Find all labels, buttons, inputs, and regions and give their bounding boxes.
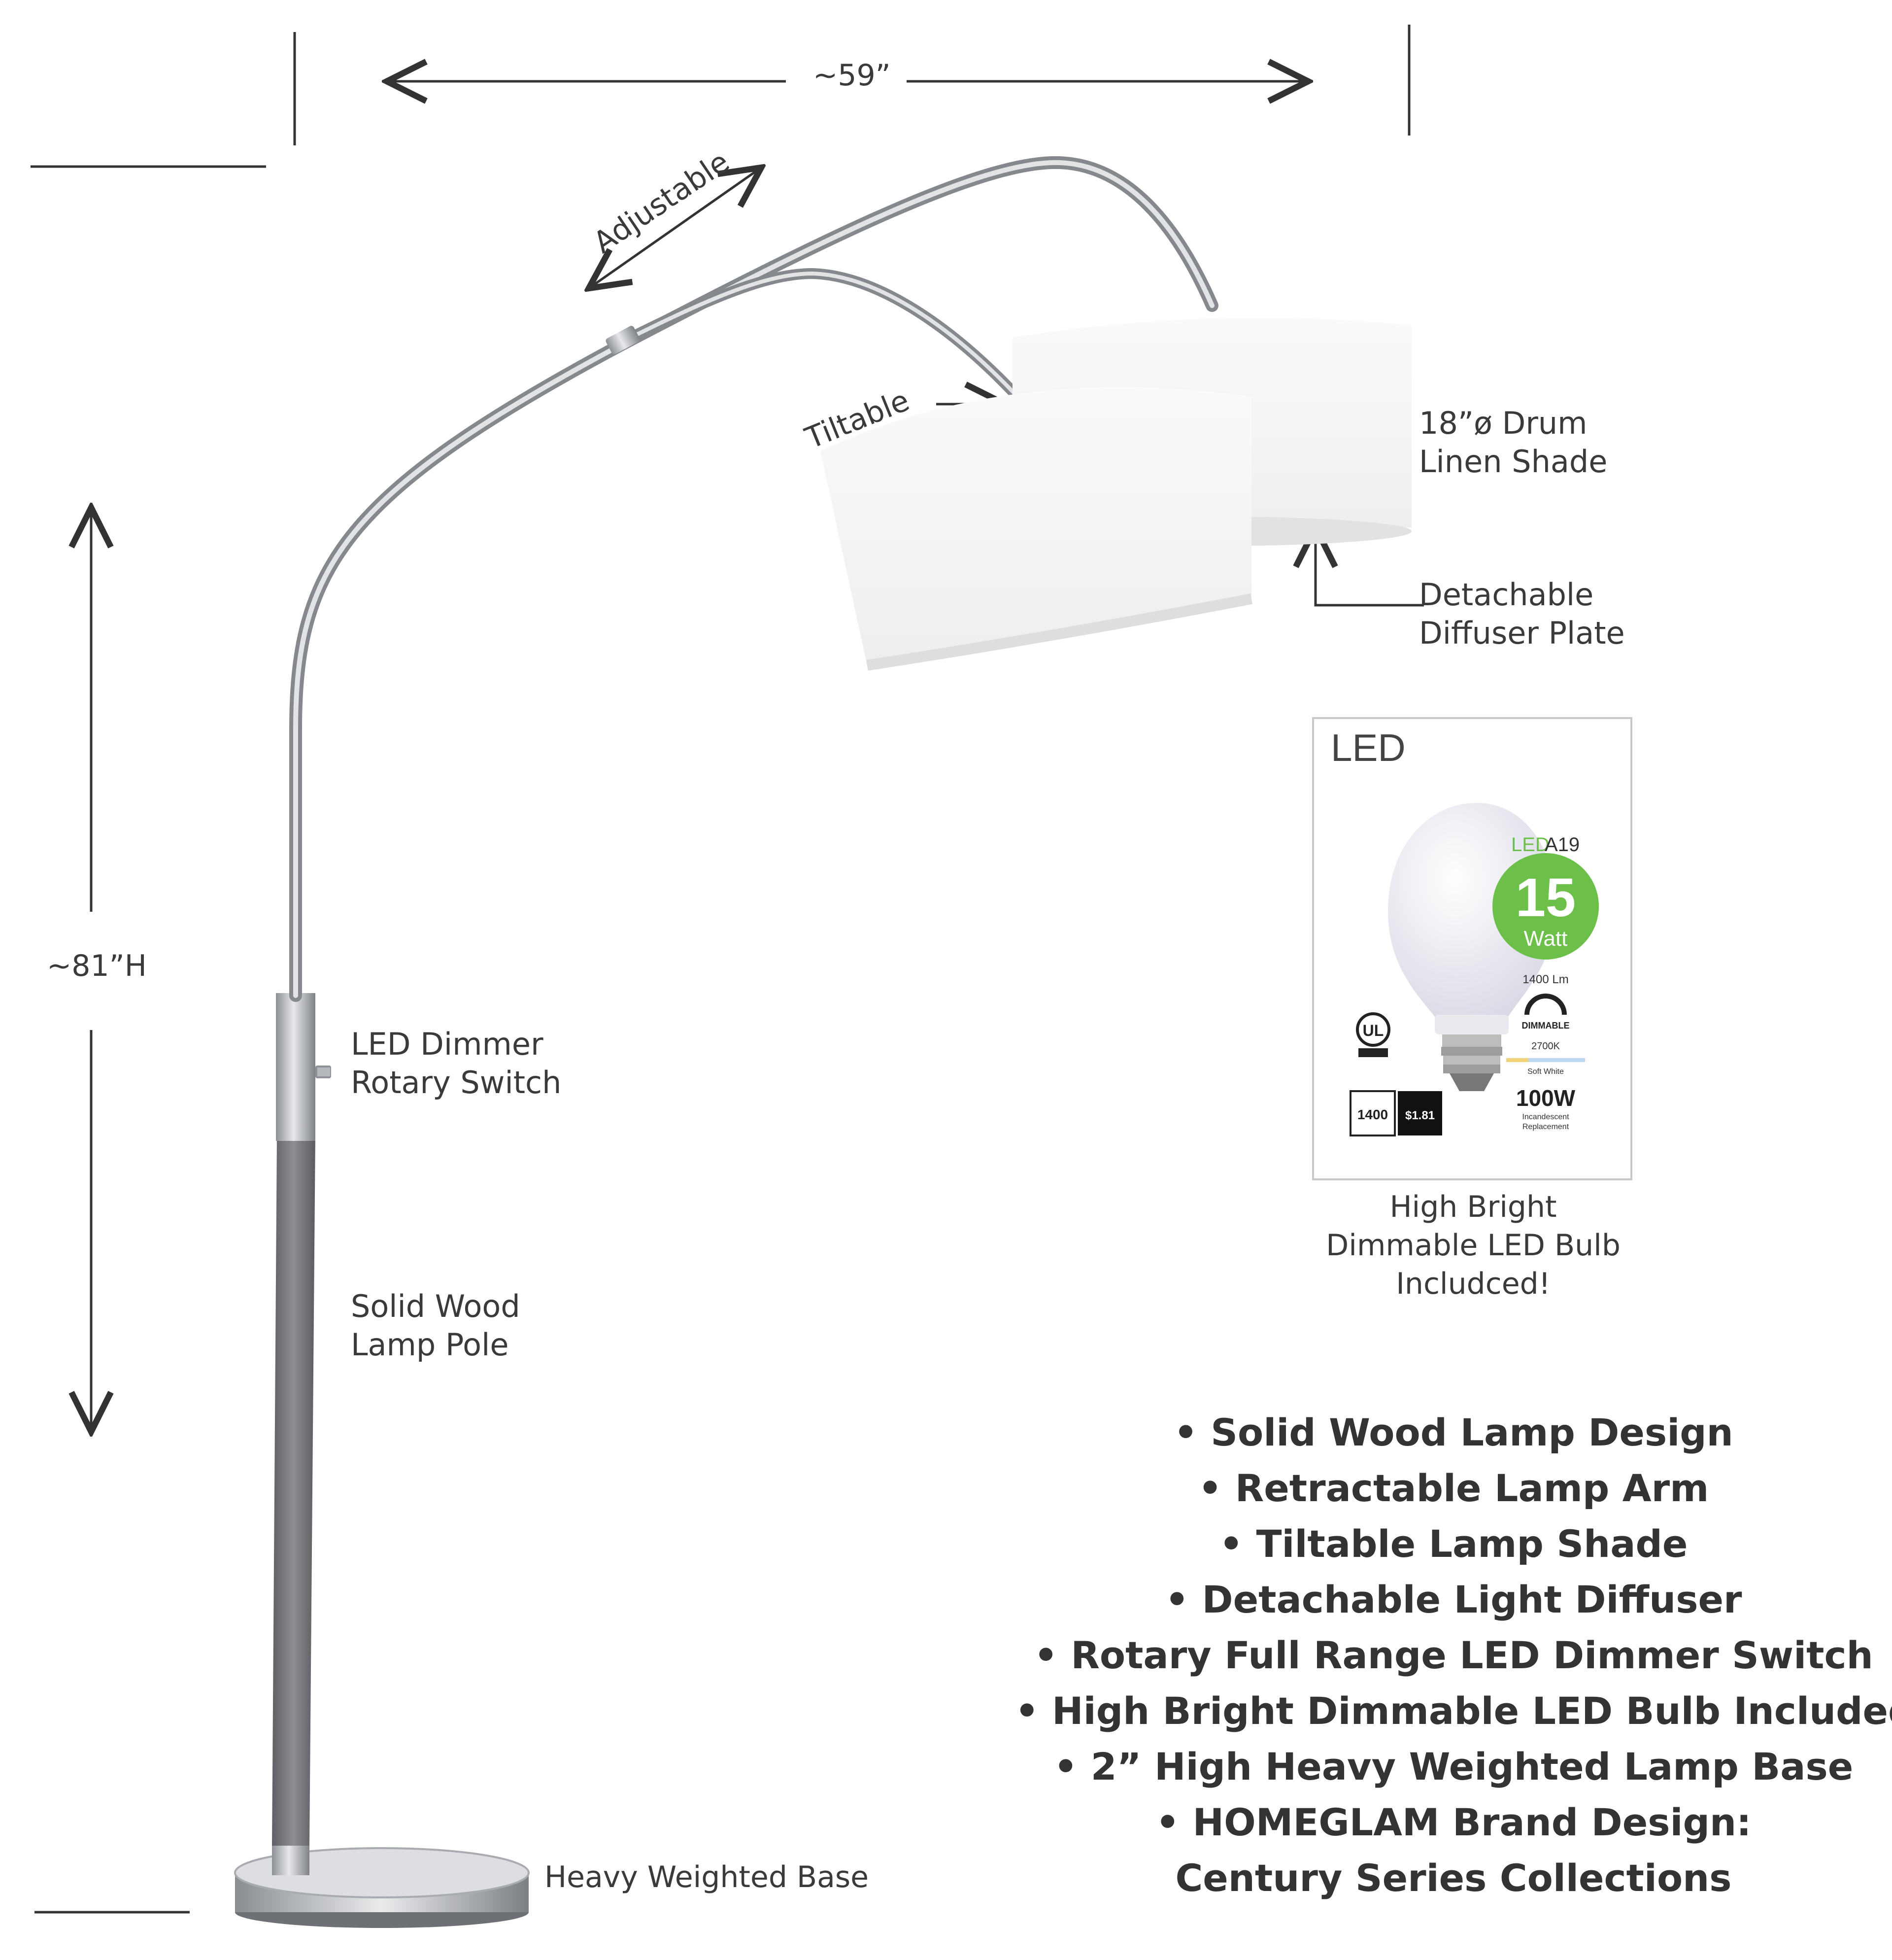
feature-item: • Tiltable Lamp Shade bbox=[1219, 1522, 1688, 1566]
front-drum-shade bbox=[820, 387, 1253, 671]
feature-item: • HOMEGLAM Brand Design: bbox=[1155, 1800, 1752, 1844]
dimmer-label: LED Dimmer Rotary Switch bbox=[351, 1025, 561, 1102]
bulb-caption-line-1: High Bright bbox=[1389, 1190, 1557, 1224]
cost-box bbox=[1398, 1091, 1442, 1135]
bulb-caption-line-2: Dimmable LED Bulb bbox=[1326, 1228, 1621, 1263]
shade-label: 18”ø Drum Linen Shade bbox=[1419, 404, 1607, 481]
diffuser-label-line-1: Detachable bbox=[1419, 577, 1594, 613]
diffuser-label: Detachable Diffuser Plate bbox=[1419, 576, 1625, 653]
ul-listed-icon: UL bbox=[1356, 1012, 1390, 1057]
dimmable-text: DIMMABLE bbox=[1522, 1021, 1570, 1031]
base-label: Heavy Weighted Base bbox=[544, 1860, 869, 1894]
color-temp-bar bbox=[1506, 1058, 1585, 1062]
brightness-box-value: 1400 bbox=[1357, 1107, 1388, 1122]
feature-item: • 2” High Heavy Weighted Lamp Base bbox=[1053, 1745, 1854, 1788]
feature-item: • Solid Wood Lamp Design bbox=[1174, 1410, 1733, 1454]
pole-label-line-2: Lamp Pole bbox=[351, 1327, 509, 1363]
width-dimension bbox=[293, 25, 1411, 145]
dimmer-switch-knob bbox=[317, 1067, 330, 1076]
dimmer-collar bbox=[276, 993, 331, 1141]
dimmable-arc-icon bbox=[1524, 994, 1567, 1015]
pole-label: Solid Wood Lamp Pole bbox=[351, 1287, 520, 1364]
dimmer-label-line-1: LED Dimmer bbox=[351, 1026, 543, 1062]
watt-unit: Watt bbox=[1524, 927, 1568, 951]
shade-label-line-1: 18”ø Drum bbox=[1419, 405, 1588, 441]
adjustable-arrow bbox=[589, 168, 761, 288]
lamp-arm bbox=[289, 156, 1218, 1002]
bulb-caption-line-3: Includced! bbox=[1396, 1267, 1551, 1301]
bulb-type-prefix: LED bbox=[1511, 834, 1550, 856]
width-label: ~59” bbox=[813, 58, 891, 93]
feature-item: • Rotary Full Range LED Dimmer Switch bbox=[1034, 1633, 1873, 1677]
pole-label-line-1: Solid Wood bbox=[351, 1288, 520, 1324]
feature-item: • Retractable Lamp Arm bbox=[1198, 1466, 1709, 1510]
feature-item: • High Bright Dimmable LED Bulb Included bbox=[1015, 1689, 1892, 1733]
bulb-package-art: LED LED A19 15 Watt 1400 Lm DIMMABLE 270… bbox=[1331, 726, 1599, 1136]
bulb-header: LED bbox=[1331, 726, 1406, 769]
height-label: ~81”H bbox=[47, 949, 147, 983]
tone-text: Soft White bbox=[1527, 1067, 1564, 1076]
svg-text:UL: UL bbox=[1363, 1022, 1384, 1039]
watt-badge bbox=[1492, 853, 1599, 960]
led-bulb-package: LED LED A19 15 Watt 1400 Lm DIMMABLE 270… bbox=[1312, 717, 1632, 1180]
arm-joint bbox=[606, 326, 640, 354]
cost-box-value: $1.81 bbox=[1405, 1109, 1435, 1122]
diffuser-leader bbox=[1316, 527, 1424, 607]
watt-number: 15 bbox=[1516, 867, 1576, 928]
brightness-box bbox=[1350, 1090, 1396, 1136]
diffuser-label-line-2: Diffuser Plate bbox=[1419, 615, 1625, 651]
light-bulb-icon bbox=[1388, 803, 1555, 1091]
equivalent-note-2: Replacement bbox=[1522, 1123, 1569, 1131]
bulb-caption: High Bright Dimmable LED Bulb Includced! bbox=[1261, 1188, 1685, 1303]
wood-lamp-pole bbox=[272, 1136, 315, 1846]
bulb-type-model: A19 bbox=[1545, 834, 1580, 856]
lamp-base bbox=[234, 1841, 530, 1928]
dimmer-label-line-2: Rotary Switch bbox=[351, 1065, 562, 1100]
equivalent-note-1: Incandescent bbox=[1522, 1113, 1569, 1121]
feature-item: • Detachable Light Diffuser bbox=[1165, 1578, 1742, 1621]
color-temp-text: 2700K bbox=[1531, 1041, 1560, 1052]
equivalent-watt: 100W bbox=[1516, 1085, 1576, 1111]
feature-item: Century Series Collections bbox=[1175, 1856, 1732, 1900]
feature-list: • Solid Wood Lamp Design • Retractable L… bbox=[1015, 1405, 1892, 1906]
shade-label-line-2: Linen Shade bbox=[1419, 444, 1608, 480]
lumens-text: 1400 Lm bbox=[1522, 973, 1568, 986]
